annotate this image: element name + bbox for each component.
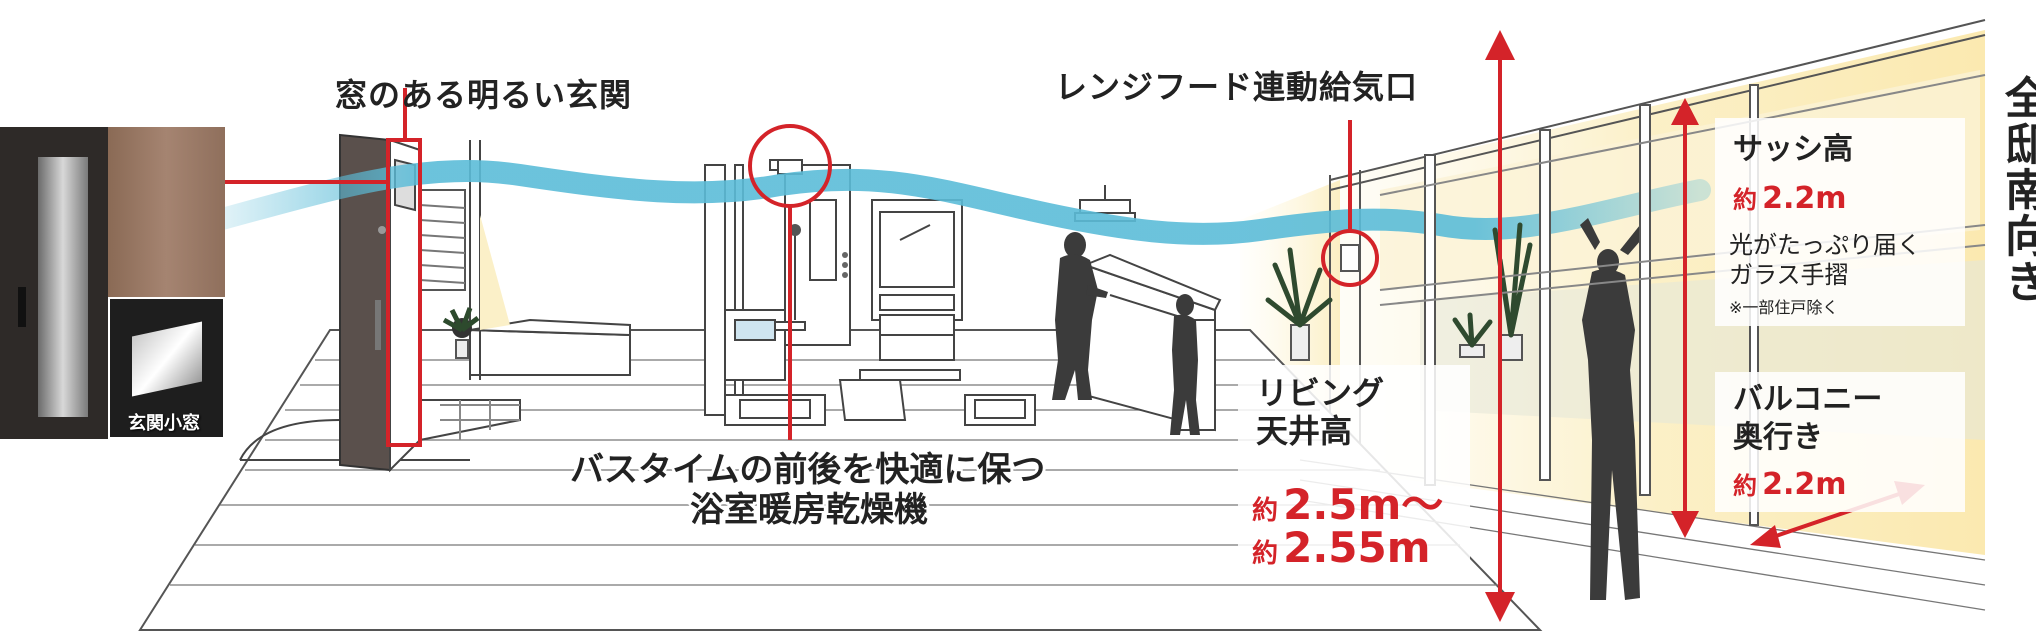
living-ceiling-value1: 2.5m〜 — [1283, 480, 1444, 529]
person-silhouettes — [1052, 218, 1648, 600]
door-handle — [18, 287, 26, 327]
sash-height-panel: サッシ高 約 2.2m 光がたっぷり届く ガラス手摺 ※一部住戸除く — [1715, 118, 1965, 326]
living-ceiling-prefix-2: 約 — [1252, 539, 1279, 569]
range-hood-vent — [1340, 244, 1360, 272]
sash-value: 2.2m — [1762, 181, 1847, 216]
balcony-title-line2: 奥行き — [1733, 420, 1823, 455]
sash-title: サッシ高 — [1733, 132, 1853, 167]
entrance-label: 窓のある明るい玄関 — [335, 76, 633, 114]
sash-desc-line2: ガラス手摺 — [1729, 261, 1849, 289]
sash-value-row: 約 2.2m — [1733, 180, 1847, 216]
airflow-stream — [189, 160, 1711, 245]
sash-prefix: 約 — [1733, 186, 1757, 214]
bedroom — [442, 140, 631, 380]
balcony-prefix: 約 — [1733, 472, 1757, 500]
living-ceiling-prefix-1: 約 — [1252, 496, 1279, 526]
red-callouts — [225, 88, 1379, 447]
door-glass — [38, 157, 88, 417]
balcony-value-row: 約 2.2m — [1733, 466, 1847, 502]
living-ceiling-value2: 2.55m — [1283, 523, 1431, 572]
balcony-depth-panel: バルコニー 奥行き 約 2.2m — [1715, 372, 1965, 512]
south-facing-label: 全邸南向き — [1997, 75, 2036, 305]
plants — [1265, 222, 1533, 361]
bath-label-line2: 浴室暖房乾燥機 — [690, 490, 928, 530]
entrance-photo-caption: 玄関小窓 — [128, 413, 200, 434]
entrance-photo: 玄関小窓 — [0, 127, 225, 439]
bath-label-line1: バスタイムの前後を快適に保つ — [570, 450, 1046, 490]
living-ceiling-value1-row: 約 2.5m〜 — [1252, 471, 1443, 532]
living-ceiling-title-line1: リビング — [1256, 374, 1385, 412]
balcony-value: 2.2m — [1762, 467, 1847, 502]
entrance-area — [239, 133, 521, 473]
window-inset-glass — [132, 321, 202, 397]
living-ceiling-title-line2: 天井高 — [1256, 412, 1353, 450]
living-ceiling-panel: リビング 天井高 約 2.5m〜 約 2.55m — [1238, 365, 1470, 580]
balcony-title-line1: バルコニー — [1733, 382, 1883, 417]
sash-note: ※一部住戸除く — [1729, 298, 1839, 317]
range-hood-label: レンジフード連動給気口 — [1055, 68, 1419, 106]
window-inset-photo — [108, 297, 225, 439]
living-ceiling-value2-row: 約 2.55m — [1252, 523, 1431, 572]
sash-desc-line1: 光がたっぷり届く — [1729, 231, 1921, 259]
